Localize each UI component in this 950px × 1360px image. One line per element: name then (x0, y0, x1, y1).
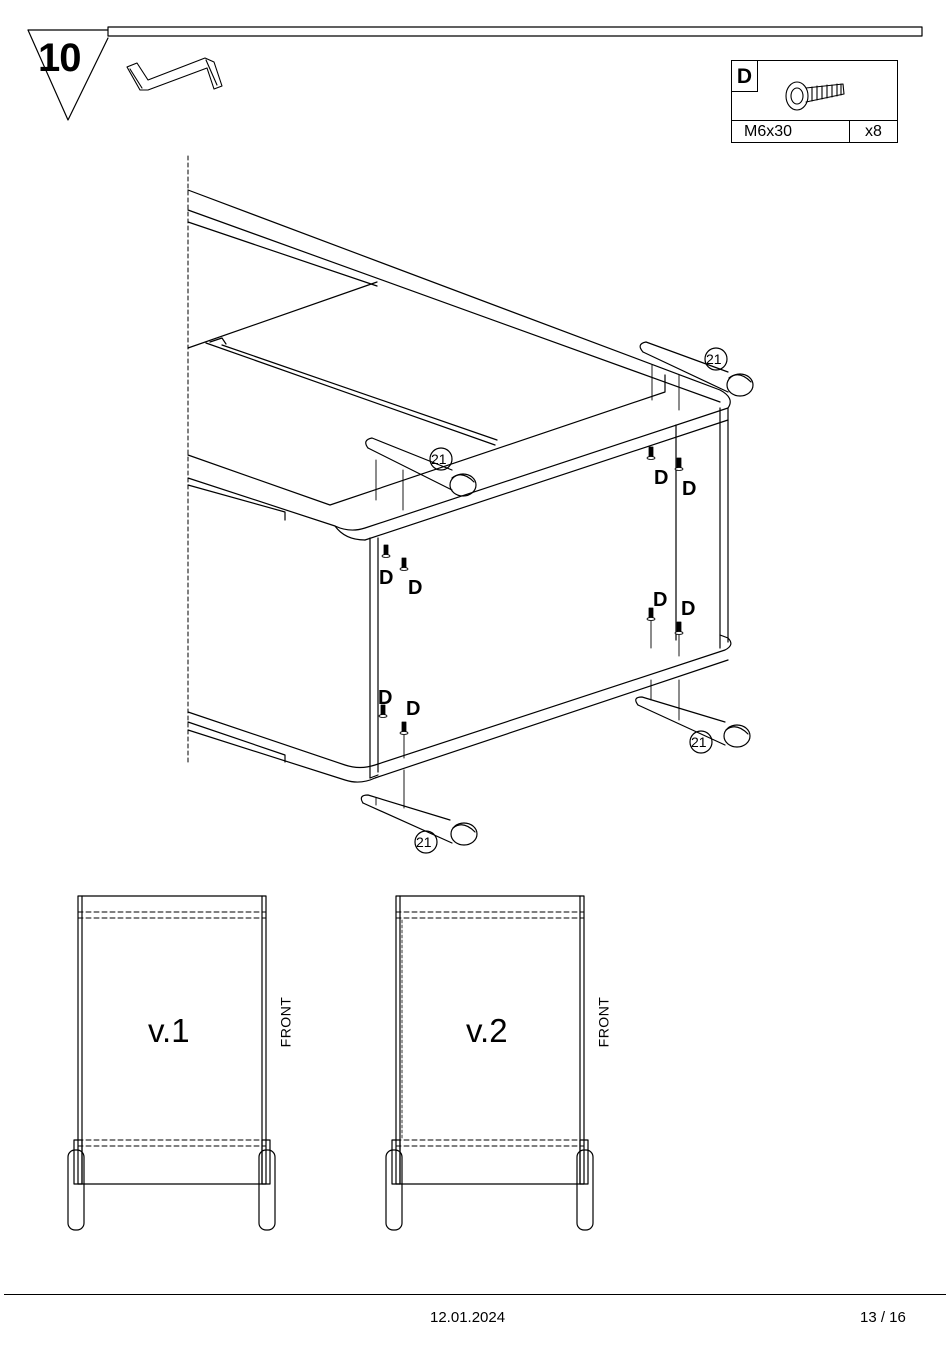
front-label-v1: FRONT (277, 997, 293, 1048)
screw-callout: D (654, 467, 668, 490)
leg-part-number: 21 (691, 734, 707, 750)
version-label-v2: v.2 (466, 1012, 508, 1050)
step-number: 10 (38, 36, 81, 81)
part-box: D M6x30 x8 (731, 60, 898, 143)
footer-date: 12.01.2024 (430, 1309, 505, 1326)
top-view-v2 (386, 896, 593, 1230)
leg-part-number: 21 (706, 351, 722, 367)
part-size: M6x30 (744, 123, 792, 141)
cabinet-side-wall (370, 408, 728, 778)
screw-callout: D (682, 478, 696, 501)
leg-top-right (640, 342, 753, 396)
cabinet-top-panel (188, 190, 730, 540)
page-number: 13 / 16 (860, 1309, 906, 1326)
part-info-row: M6x30 x8 (732, 120, 897, 143)
footer-rule (4, 1294, 946, 1295)
leg-part-number: 21 (431, 451, 447, 467)
top-view-v1 (68, 896, 275, 1230)
leg-part-number: 21 (416, 834, 432, 850)
screw-callout: D (408, 577, 422, 600)
version-label-v1: v.1 (148, 1012, 190, 1050)
screw-callout: D (406, 698, 420, 721)
screw-callout: D (653, 589, 667, 612)
screw-callout: D (378, 687, 392, 710)
screw-callout: D (681, 598, 695, 621)
part-letter: D (732, 61, 758, 92)
front-label-v2: FRONT (595, 997, 611, 1048)
allen-key-icon (127, 58, 222, 90)
part-quantity: x8 (849, 121, 897, 143)
cabinet-bottom-panel (188, 635, 731, 782)
screw-callout: D (379, 567, 393, 590)
screw-marker (379, 447, 683, 735)
